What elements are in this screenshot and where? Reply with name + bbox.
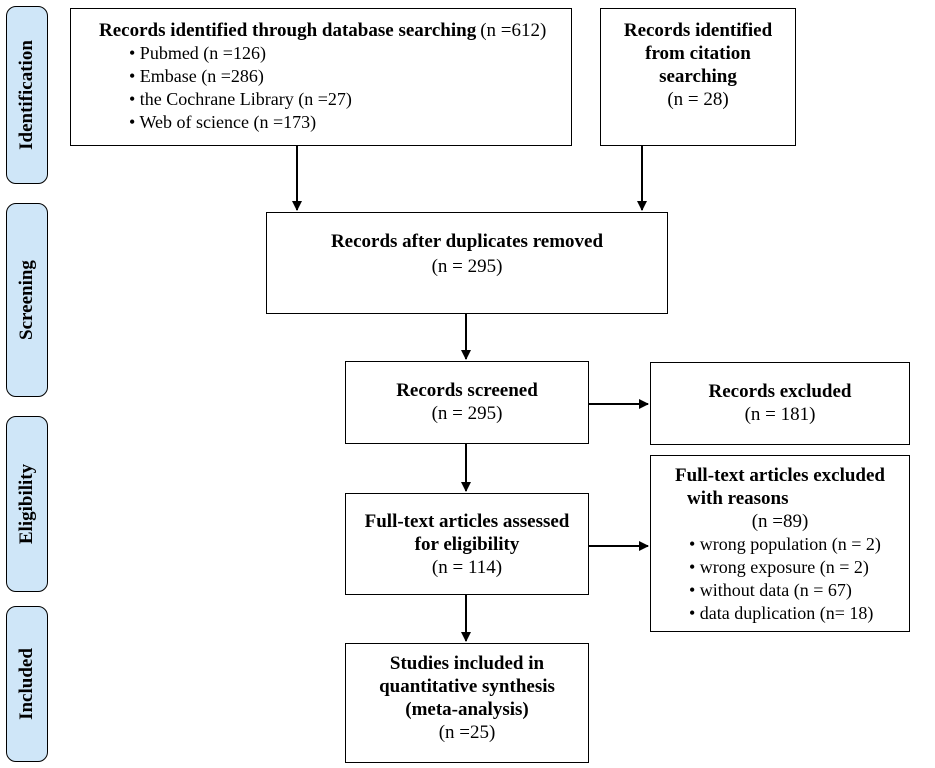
citation-title-line3: searching: [659, 66, 737, 87]
citation-title-line2: from citation: [645, 43, 751, 64]
studies-included-box: Studies included in quantitative synthes…: [345, 643, 589, 763]
database-item-web-of-science: • Web of science (n =173): [129, 112, 317, 132]
citation-title-line1: Records identified: [623, 20, 773, 41]
included-title-line3: (meta-analysis): [405, 699, 529, 720]
reason-data-duplication: • data duplication (n= 18): [689, 603, 874, 623]
duplicates-title: Records after duplicates removed: [330, 231, 604, 252]
stage-label-included: Included: [6, 606, 48, 762]
database-item-cochrane: • the Cochrane Library (n =27): [129, 89, 352, 109]
reason-wrong-exposure: • wrong exposure (n = 2): [689, 557, 869, 577]
citation-search-box: Records identified from citation searchi…: [600, 8, 796, 146]
fulltext-excluded-box: Full-text articles excluded with reasons…: [650, 455, 910, 632]
excluded-count: (n = 181): [744, 404, 816, 425]
fulltext-excluded-count: (n =89): [751, 511, 809, 532]
fulltext-count: (n = 114): [431, 557, 503, 578]
reason-without-data: • without data (n = 67): [689, 580, 852, 600]
stage-label-screening: Screening: [6, 203, 48, 397]
included-title-line2: quantitative synthesis: [379, 676, 555, 697]
records-screened-box: Records screened (n = 295): [345, 361, 589, 444]
citation-count: (n = 28): [667, 89, 729, 110]
database-item-embase: • Embase (n =286): [129, 66, 264, 86]
reason-wrong-population: • wrong population (n = 2): [689, 534, 881, 554]
fulltext-title-line2: for eligibility: [414, 534, 520, 555]
excluded-title: Records excluded: [708, 381, 852, 402]
fulltext-assessed-box: Full-text articles assessed for eligibil…: [345, 493, 589, 595]
stage-label-eligibility: Eligibility: [6, 416, 48, 592]
database-search-title: Records identified through database sear…: [99, 20, 477, 41]
fulltext-title-line1: Full-text articles assessed: [364, 511, 570, 532]
duplicates-count: (n = 295): [431, 256, 503, 277]
stage-label-identification: Identification: [6, 6, 48, 184]
database-search-count: (n =612): [480, 20, 547, 41]
included-title-line1: Studies included in: [389, 653, 545, 674]
database-search-box: Records identified through database sear…: [70, 8, 572, 146]
screened-title: Records screened: [396, 380, 538, 401]
screened-count: (n = 295): [431, 403, 503, 424]
database-item-pubmed: • Pubmed (n =126): [129, 43, 266, 63]
fulltext-excluded-title-line1: Full-text articles excluded: [674, 465, 885, 486]
records-excluded-box: Records excluded (n = 181): [650, 362, 910, 445]
fulltext-excluded-title-line2: with reasons: [687, 488, 789, 509]
duplicates-removed-box: Records after duplicates removed (n = 29…: [266, 212, 668, 314]
included-count: (n =25): [438, 722, 496, 743]
